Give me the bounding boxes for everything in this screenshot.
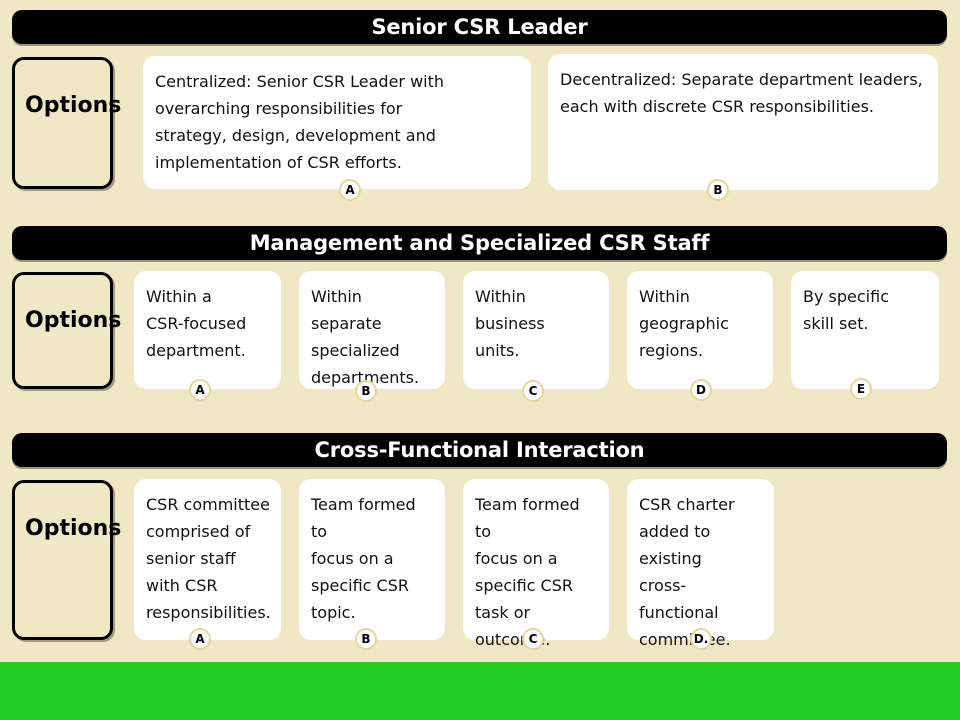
options-label-box: Options	[12, 272, 121, 389]
option-box-decentralized: Decentralized: Separate department leade…	[548, 54, 938, 190]
option-letter-badge: E	[850, 378, 872, 400]
section-header-management-staff: Management and Specialized CSR Staff	[12, 226, 947, 260]
option-text: Centralized: Senior CSR Leader with over…	[155, 72, 445, 172]
option-box: Team formed to focus on a specific CSR t…	[463, 479, 609, 649]
option-text: Within business units.	[475, 287, 545, 360]
option-letter-badge: C	[522, 380, 544, 402]
option-box: Within a CSR-focused department.	[134, 271, 281, 389]
option-text: Within separate specialized departments.	[311, 287, 420, 387]
option-letter-badge: A	[189, 379, 211, 401]
option-text: By specific skill set.	[803, 287, 889, 333]
option-letter-badge: B	[355, 628, 377, 650]
option-box: CSR committee comprised of senior staff …	[134, 479, 281, 640]
options-label: Options	[25, 308, 122, 333]
section-header-senior-csr-leader: Senior CSR Leader	[12, 10, 947, 44]
options-label: Options	[25, 516, 122, 541]
option-box: Within geographic regions.	[627, 271, 773, 389]
option-box: CSR charter added to existing cross-func…	[627, 479, 774, 649]
option-letter-badge: B	[707, 179, 729, 201]
option-text: Within geographic regions.	[639, 287, 729, 360]
option-box-centralized: Centralized: Senior CSR Leader with over…	[143, 56, 531, 189]
section-title: Cross-Functional Interaction	[314, 438, 645, 462]
option-letter-badge: D	[690, 379, 712, 401]
option-text: Team formed to focus on a specific CSR t…	[475, 495, 580, 649]
option-letter-badge: C	[522, 628, 544, 650]
option-letter-badge: A	[339, 179, 361, 201]
option-box: Within business units.	[463, 271, 609, 389]
option-text: Within a CSR-focused department.	[146, 287, 247, 360]
option-text: Decentralized: Separate department leade…	[560, 70, 923, 116]
option-text: CSR committee comprised of senior staff …	[146, 495, 271, 622]
options-label: Options	[25, 93, 122, 118]
option-box: By specific skill set.	[791, 271, 939, 389]
option-box: Within separate specialized departments.	[299, 271, 445, 389]
option-letter-badge: B	[355, 380, 377, 402]
option-letter-badge: D.	[690, 628, 712, 650]
option-text: Team formed to focus on a specific CSR t…	[311, 495, 416, 622]
option-box: Team formed to focus on a specific CSR t…	[299, 479, 445, 640]
options-label-box: Options	[12, 480, 121, 640]
option-letter-badge: A	[189, 628, 211, 650]
options-label-box: Options	[12, 57, 121, 189]
section-title: Senior CSR Leader	[371, 15, 588, 39]
section-header-cross-functional: Cross-Functional Interaction	[12, 433, 947, 467]
section-title: Management and Specialized CSR Staff	[249, 231, 710, 255]
footer-green-band	[0, 662, 960, 720]
